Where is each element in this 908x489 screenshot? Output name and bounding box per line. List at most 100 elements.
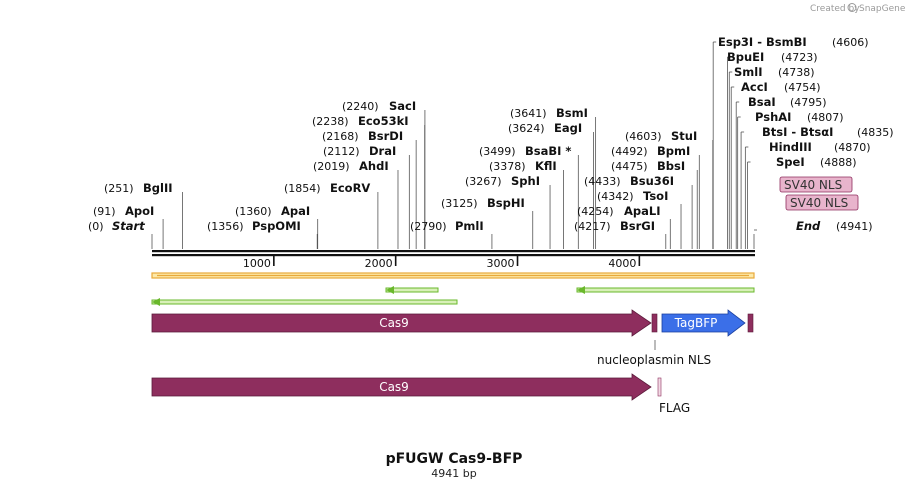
- site-end[interactable]: End (4941): [796, 219, 873, 233]
- site-hindiii[interactable]: HindIII (4870): [769, 140, 871, 154]
- svg-text:(4888): (4888): [820, 156, 857, 169]
- site-bsai[interactable]: BsaI (4795): [748, 95, 827, 109]
- svg-text:(4870): (4870): [834, 141, 871, 154]
- site-bsrgi[interactable]: (4217) BsrGI: [574, 219, 655, 233]
- svg-text:TagBFP: TagBFP: [674, 316, 718, 330]
- svg-text:AhdI: AhdI: [359, 159, 389, 173]
- site-ahdi[interactable]: (2019) AhdI: [313, 159, 389, 173]
- svg-text:Eco53kI: Eco53kI: [358, 114, 409, 128]
- svg-text:Cas9: Cas9: [379, 380, 409, 394]
- site-bsmi[interactable]: (3641) BsmI: [510, 106, 588, 120]
- svg-text:(2238): (2238): [312, 115, 349, 128]
- dna-backbone: [152, 250, 755, 257]
- tagbfp-feature[interactable]: TagBFP: [661, 309, 746, 337]
- svg-text:(4254): (4254): [577, 205, 614, 218]
- site-pshai[interactable]: PshAI (4807): [755, 110, 844, 124]
- svg-text:(4754): (4754): [784, 81, 821, 94]
- orf-arrow-1[interactable]: [385, 286, 439, 294]
- site-bsabi[interactable]: (3499) BsaBI *: [479, 144, 571, 158]
- tick-label-1000: 1000: [243, 257, 271, 270]
- site-smli[interactable]: SmlI (4738): [734, 65, 815, 79]
- svg-text:BbsI: BbsI: [657, 159, 685, 173]
- site-ecorv[interactable]: (1854) EcoRV: [284, 181, 370, 195]
- svg-text:(1356): (1356): [207, 220, 244, 233]
- site-drai[interactable]: (2112) DraI: [323, 144, 396, 158]
- svg-text:(4723): (4723): [781, 51, 818, 64]
- site-apoi[interactable]: (91) ApoI: [93, 204, 154, 218]
- svg-text:ApaI: ApaI: [281, 204, 310, 218]
- site-start[interactable]: (0) Start: [88, 219, 145, 233]
- svg-text:(3378): (3378): [489, 160, 526, 173]
- svg-text:BpuEI: BpuEI: [727, 50, 764, 64]
- site-saci[interactable]: (2240) SacI: [342, 99, 416, 113]
- site-bsu36i[interactable]: (4433) Bsu36I: [584, 174, 674, 188]
- svg-text:(4475): (4475): [611, 160, 648, 173]
- svg-text:(4835): (4835): [857, 126, 894, 139]
- site-apai[interactable]: (1360) ApaI: [235, 204, 310, 218]
- sv40-nls-box-2[interactable]: SV40 NLS: [785, 194, 859, 211]
- svg-text:End: End: [796, 219, 821, 233]
- plasmid-title: pFUGW Cas9-BFP: [386, 451, 523, 467]
- restriction-site-labels: (0) Start (91) ApoI (251) BglII (1356) P…: [88, 35, 894, 233]
- site-kfli[interactable]: (3378) KflI: [489, 159, 557, 173]
- site-esp3i-bsmbi[interactable]: Esp3I - BsmBI (4606): [718, 35, 869, 49]
- svg-text:StuI: StuI: [671, 129, 697, 143]
- site-bsphi[interactable]: (3125) BspHI: [441, 196, 525, 210]
- svg-text:SpeI: SpeI: [776, 155, 805, 169]
- site-spei[interactable]: SpeI (4888): [776, 155, 857, 169]
- svg-text:BsaBI *: BsaBI *: [525, 144, 571, 158]
- svg-text:EcoRV: EcoRV: [330, 181, 370, 195]
- site-tsoi[interactable]: (4342) TsoI: [597, 189, 668, 203]
- svg-text:(4217): (4217): [574, 220, 611, 233]
- site-bsrdi[interactable]: (2168) BsrDI: [322, 129, 403, 143]
- site-bpuei[interactable]: BpuEI (4723): [727, 50, 818, 64]
- svg-text:(3125): (3125): [441, 197, 478, 210]
- svg-text:BglII: BglII: [143, 181, 173, 195]
- svg-text:(251): (251): [104, 182, 134, 195]
- svg-text:(4738): (4738): [778, 66, 815, 79]
- site-acci[interactable]: AccI (4754): [741, 80, 821, 94]
- sv40-nls-feature[interactable]: [747, 313, 754, 333]
- svg-text:Esp3I - BsmBI: Esp3I - BsmBI: [718, 35, 807, 49]
- cas9-feature-2[interactable]: Cas9: [151, 373, 652, 401]
- site-eco53ki[interactable]: (2238) Eco53kI: [312, 114, 409, 128]
- svg-text:HindIII: HindIII: [769, 140, 812, 154]
- svg-text:(3641): (3641): [510, 107, 547, 120]
- nucleoplasmin-nls-feature[interactable]: [651, 313, 658, 350]
- tick-label-4000: 4000: [608, 257, 636, 270]
- orf-arrow-3[interactable]: [151, 298, 458, 306]
- svg-text:(0): (0): [88, 220, 104, 233]
- orf-arrow-2[interactable]: [576, 286, 755, 294]
- svg-text:PspOMI: PspOMI: [252, 219, 301, 233]
- sv40-nls-box-1[interactable]: SV40 NLS: [779, 176, 853, 193]
- svg-text:Cas9: Cas9: [379, 316, 409, 330]
- site-stui[interactable]: (4603) StuI: [625, 129, 697, 143]
- svg-text:SacI: SacI: [389, 99, 416, 113]
- flag-feature[interactable]: [657, 377, 662, 397]
- site-btsi-btsai[interactable]: BtsI - BtsαI (4835): [762, 125, 894, 139]
- svg-text:(2168): (2168): [322, 130, 359, 143]
- site-bbsi[interactable]: (4475) BbsI: [611, 159, 685, 173]
- svg-text:Bsu36I: Bsu36I: [630, 174, 674, 188]
- svg-text:(3624): (3624): [508, 122, 545, 135]
- svg-text:SphI: SphI: [511, 174, 540, 188]
- cas9-feature[interactable]: Cas9: [151, 309, 652, 337]
- site-leader-lines: [151, 41, 757, 249]
- svg-text:(4342): (4342): [597, 190, 634, 203]
- site-eagi[interactable]: (3624) EagI: [508, 121, 582, 135]
- svg-text:AccI: AccI: [741, 80, 768, 94]
- site-bglii[interactable]: (251) BglII: [104, 181, 173, 195]
- svg-text:(1854): (1854): [284, 182, 321, 195]
- site-sphi[interactable]: (3267) SphI: [465, 174, 540, 188]
- orf-bar[interactable]: [151, 272, 755, 279]
- svg-text:(4941): (4941): [836, 220, 873, 233]
- site-bpmi[interactable]: (4492) BpmI: [611, 144, 690, 158]
- site-apali[interactable]: (4254) ApaLI: [577, 204, 661, 218]
- svg-text:KflI: KflI: [535, 159, 557, 173]
- svg-text:(2790): (2790): [410, 220, 447, 233]
- site-pmli[interactable]: (2790) PmlI: [410, 219, 484, 233]
- svg-text:Start: Start: [112, 219, 145, 233]
- svg-text:(3267): (3267): [465, 175, 502, 188]
- site-pspomi[interactable]: (1356) PspOMI: [207, 219, 301, 233]
